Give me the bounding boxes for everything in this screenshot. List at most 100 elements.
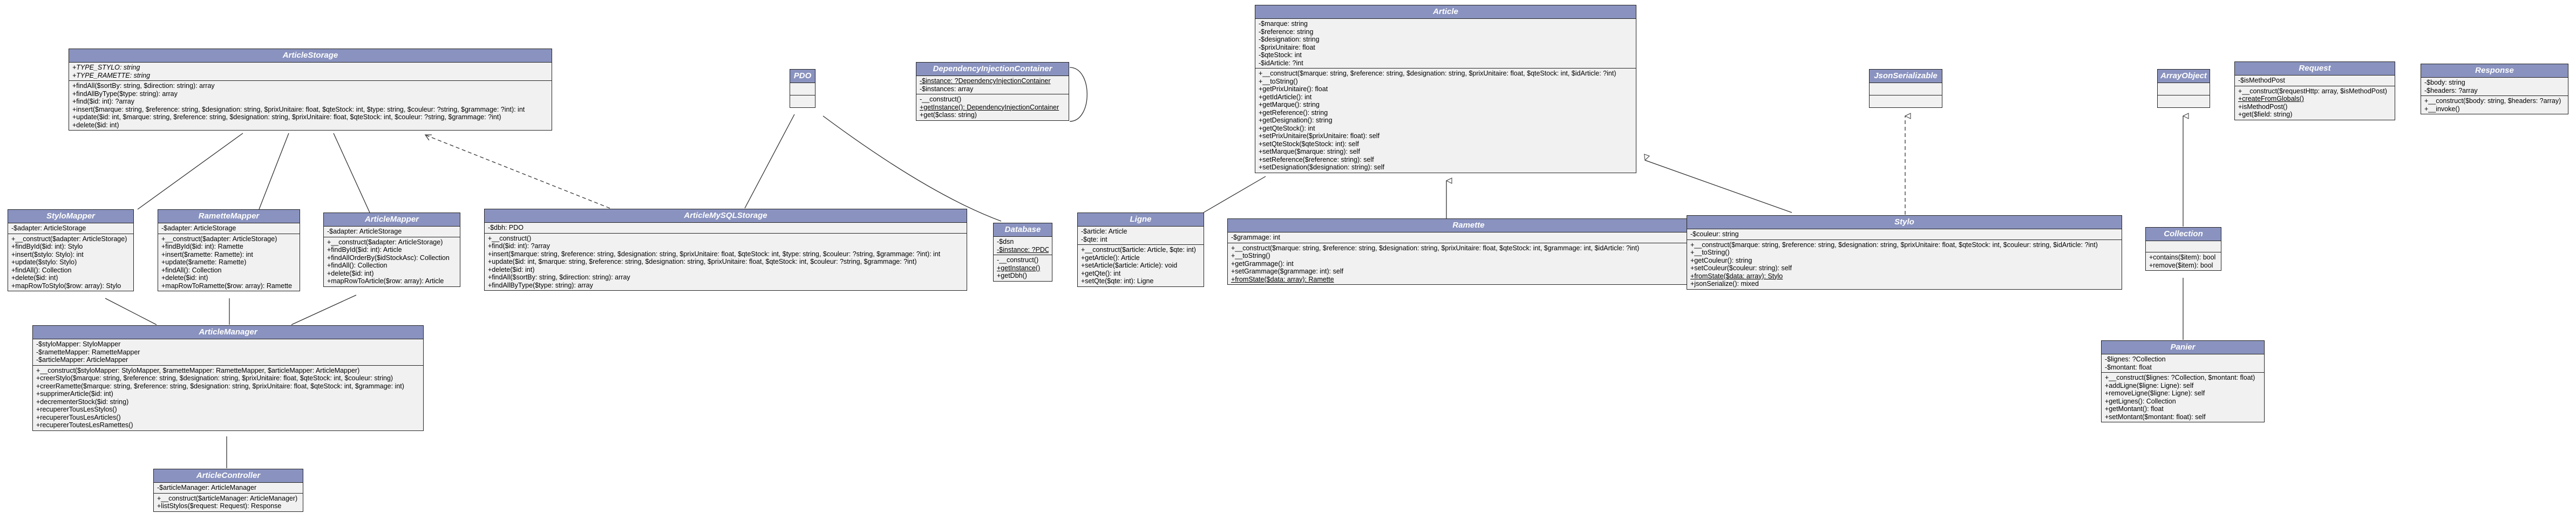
attributes: -$articleManager: ArticleManager: [154, 483, 303, 494]
method: +mapRowToArticle($row: array): Article: [327, 277, 444, 285]
attr: -$prixUnitaire: float: [1259, 43, 1315, 51]
method: +findAll(): Collection: [11, 266, 72, 274]
attr: -$dbh: PDO: [488, 224, 524, 231]
method: +getReference(): string: [1259, 108, 1328, 117]
method: +delete($id: int): [327, 269, 374, 277]
class-article-controller[interactable]: ArticleController -$articleManager: Arti…: [153, 469, 303, 512]
method: +findById($id: int): Article: [327, 246, 402, 254]
method: +setMarque($marque: string): self: [1259, 148, 1360, 155]
method: +setDesignation($designation: string): s…: [1259, 163, 1385, 171]
method: +findById($id: int): Ramette: [161, 243, 243, 250]
class-name: StyloMapper: [8, 210, 133, 223]
class-article-storage[interactable]: ArticleStorage +TYPE_STYLO: string +TYPE…: [69, 49, 552, 131]
method: +findAll(): Collection: [327, 262, 388, 269]
class-database[interactable]: Database -$dsn -$instance: ?PDO -__const…: [993, 223, 1052, 282]
attr: -$grammage: int: [1231, 234, 1281, 241]
methods: +__construct($styloMapper: StyloMapper, …: [33, 366, 423, 430]
attr: -$qteStock: int: [1259, 51, 1302, 59]
attr: -$instance: ?PDO: [997, 245, 1049, 254]
method: -__construct(): [997, 256, 1039, 264]
method: +getMontant(): float: [2105, 405, 2164, 413]
class-stylo[interactable]: Stylo -$couleur: string +__construct($ma…: [1687, 215, 2122, 290]
class-ramette[interactable]: Ramette -$grammage: int +__construct($ma…: [1227, 218, 1710, 285]
class-name: DependencyInjectionContainer: [916, 63, 1069, 76]
class-name: Stylo: [1687, 216, 2122, 229]
class-article[interactable]: Article -$marque: string -$reference: st…: [1255, 5, 1636, 173]
method: +isMethodPost(): [2238, 102, 2288, 111]
attr: -$qte: int: [1081, 235, 1107, 243]
method: +find($id: int): ?array: [488, 242, 550, 250]
methods: [790, 95, 815, 107]
class-collection[interactable]: Collection +contains($item): bool +remov…: [2145, 227, 2221, 271]
method: +__construct($body: string, $headers: ?a…: [2424, 97, 2561, 105]
method: +insert($marque: string, $reference: str…: [488, 250, 941, 258]
method: +findAllByType($type: string): array: [488, 281, 593, 289]
method: +contains($item): bool: [2149, 254, 2216, 261]
method: +getQteStock(): int: [1259, 124, 1315, 132]
method: +__toString(): [1259, 77, 1298, 85]
method: +addLigne($ligne: Ligne): self: [2105, 381, 2194, 389]
methods: +__construct() +find($id: int): ?array +…: [485, 234, 967, 291]
methods: +__construct($adapter: ArticleStorage) +…: [8, 234, 133, 291]
attributes: -$dsn -$instance: ?PDO: [994, 237, 1052, 255]
method: +getArticle(): Article: [1081, 254, 1140, 262]
class-article-manager[interactable]: ArticleManager -$styloMapper: StyloMappe…: [32, 325, 424, 431]
class-array-object[interactable]: ArrayObject: [2157, 69, 2210, 108]
class-name: Collection: [2146, 228, 2221, 241]
attr: +TYPE_STYLO: string: [72, 64, 140, 71]
class-name: ArticleMapper: [324, 213, 460, 227]
method: +setArticle($article: Article): void: [1081, 262, 1178, 269]
class-name: Panier: [2102, 341, 2264, 354]
methods: +contains($item): bool +remove($item): b…: [2146, 252, 2221, 270]
class-ramette-mapper[interactable]: RametteMapper -$adapter: ArticleStorage …: [158, 209, 300, 291]
method: +getMarque(): string: [1259, 101, 1320, 108]
attr: -$idArticle: ?int: [1259, 59, 1303, 67]
methods: +__construct($lignes: ?Collection, $mont…: [2102, 373, 2264, 422]
method: +update($id: int, $marque: string, $refe…: [72, 113, 501, 121]
method: +remove($item): bool: [2149, 261, 2213, 269]
attributes: -$adapter: ArticleStorage: [8, 223, 133, 234]
class-article-mapper[interactable]: ArticleMapper -$adapter: ArticleStorage …: [323, 213, 460, 287]
attributes: [2158, 83, 2210, 95]
class-article-mysql-storage[interactable]: ArticleMySQLStorage -$dbh: PDO +__constr…: [484, 209, 967, 291]
class-name: Ligne: [1078, 213, 1204, 227]
method: +decrementerStock($id: string): [36, 398, 129, 406]
class-response[interactable]: Response -$body: string -$headers: ?arra…: [2421, 64, 2568, 114]
class-name: ArticleMySQLStorage: [485, 209, 967, 223]
class-ligne[interactable]: Ligne -$article: Article -$qte: int +__c…: [1077, 213, 1204, 287]
method: +getInstance(): DependencyInjectionConta…: [920, 103, 1059, 111]
method: -__construct(): [920, 95, 962, 103]
method: +__invoke(): [2424, 105, 2460, 113]
attributes: [2146, 241, 2221, 252]
method: +__toString(): [1690, 249, 1730, 256]
methods: +__construct($adapter: ArticleStorage) +…: [158, 234, 300, 291]
method: +delete($id: int): [161, 274, 208, 282]
class-name: JsonSerializable: [1870, 70, 1942, 83]
class-name: Request: [2235, 62, 2395, 76]
method: +find($id: int): ?array: [72, 98, 134, 105]
method: +getGrammage(): int: [1231, 259, 1294, 268]
method: +creerStylo($marque: string, $reference:…: [36, 374, 393, 382]
class-dependency-injection-container[interactable]: DependencyInjectionContainer -$instance:…: [916, 62, 1069, 121]
attr: -$instance: ?DependencyInjectionContaine…: [920, 77, 1051, 85]
attr: -$article: Article: [1081, 228, 1127, 235]
method: +setGrammage($grammage: int): self: [1231, 268, 1344, 275]
attributes: -$isMethodPost: [2235, 76, 2395, 86]
methods: +__construct($marque: string, $reference…: [1255, 69, 1636, 173]
method: +__construct($article: Article, $qte: in…: [1081, 246, 1196, 254]
class-name: RametteMapper: [158, 210, 300, 223]
class-stylo-mapper[interactable]: StyloMapper -$adapter: ArticleStorage +_…: [8, 209, 134, 291]
attr: -$adapter: ArticleStorage: [11, 224, 86, 232]
attr: -$body: string: [2424, 79, 2465, 86]
attributes: -$dbh: PDO: [485, 223, 967, 234]
class-request[interactable]: Request -$isMethodPost +__construct($req…: [2234, 61, 2395, 120]
class-name: ArticleManager: [33, 326, 423, 339]
attr: -$instances: array: [920, 85, 974, 93]
method: +listStylos($request: Request): Response: [157, 502, 282, 510]
attr: -$montant: float: [2105, 363, 2152, 371]
class-json-serializable[interactable]: JsonSerializable: [1869, 69, 1942, 108]
class-pdo[interactable]: PDO: [790, 69, 815, 108]
method: +insert($marque: string, $reference: str…: [72, 105, 525, 113]
method: +createFromGlobals(): [2238, 95, 2304, 102]
class-panier[interactable]: Panier -$lignes: ?Collection -$montant: …: [2101, 340, 2265, 422]
